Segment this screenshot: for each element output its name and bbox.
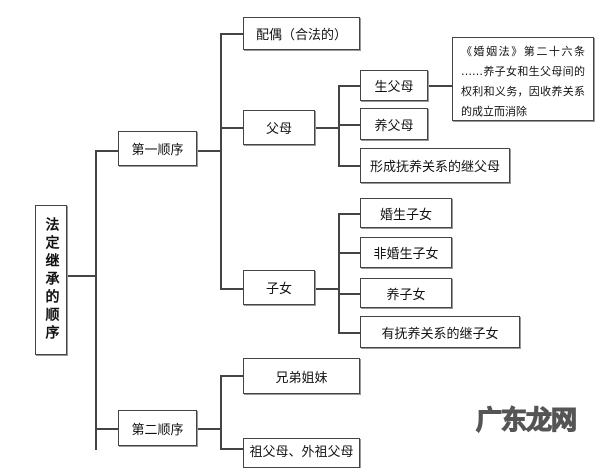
connector bbox=[95, 150, 97, 450]
parents-node: 父母 bbox=[243, 110, 315, 145]
connector bbox=[338, 165, 360, 167]
connector bbox=[315, 127, 338, 129]
grandparents-node: 祖父母、外祖父母 bbox=[243, 438, 360, 468]
connector bbox=[338, 213, 360, 215]
connector bbox=[197, 428, 220, 430]
root-node: 法定继承的顺序 bbox=[35, 205, 67, 355]
spouse-node: 配偶（合法的） bbox=[243, 17, 360, 50]
connector bbox=[220, 375, 243, 377]
connector bbox=[95, 428, 118, 430]
connector bbox=[338, 124, 360, 126]
law-note: 《婚姻法》第二十六条 ……养子女和生父母间的权利和义务，因收养关系的成立而消除 bbox=[452, 37, 594, 121]
children-node: 子女 bbox=[243, 270, 315, 305]
connector bbox=[220, 288, 243, 290]
connector bbox=[338, 213, 340, 332]
parent-type-node: 形成抚养关系的继父母 bbox=[360, 148, 510, 183]
parent-type-node: 生父母 bbox=[360, 70, 428, 101]
connector bbox=[220, 33, 222, 289]
connector bbox=[67, 275, 95, 277]
connector bbox=[315, 288, 338, 290]
child-type-node: 养子女 bbox=[360, 278, 452, 308]
first-order-node: 第一顺序 bbox=[118, 131, 197, 166]
connector bbox=[338, 252, 360, 254]
connector bbox=[220, 448, 243, 450]
watermark: 广东龙网 bbox=[475, 405, 577, 436]
connector bbox=[338, 85, 360, 87]
connector bbox=[338, 293, 360, 295]
connector bbox=[338, 332, 360, 334]
child-type-node: 非婚生子女 bbox=[360, 237, 452, 268]
second-order-node: 第二顺序 bbox=[118, 410, 197, 446]
connector bbox=[220, 33, 243, 35]
child-type-node: 婚生子女 bbox=[360, 198, 452, 228]
connector bbox=[220, 127, 243, 129]
connector bbox=[95, 150, 118, 152]
connector bbox=[220, 375, 222, 450]
parent-type-node: 养父母 bbox=[360, 108, 428, 140]
child-type-node: 有抚养关系的继子女 bbox=[360, 316, 520, 348]
connector bbox=[428, 85, 452, 87]
connector bbox=[197, 150, 220, 152]
siblings-node: 兄弟姐妹 bbox=[243, 358, 360, 394]
